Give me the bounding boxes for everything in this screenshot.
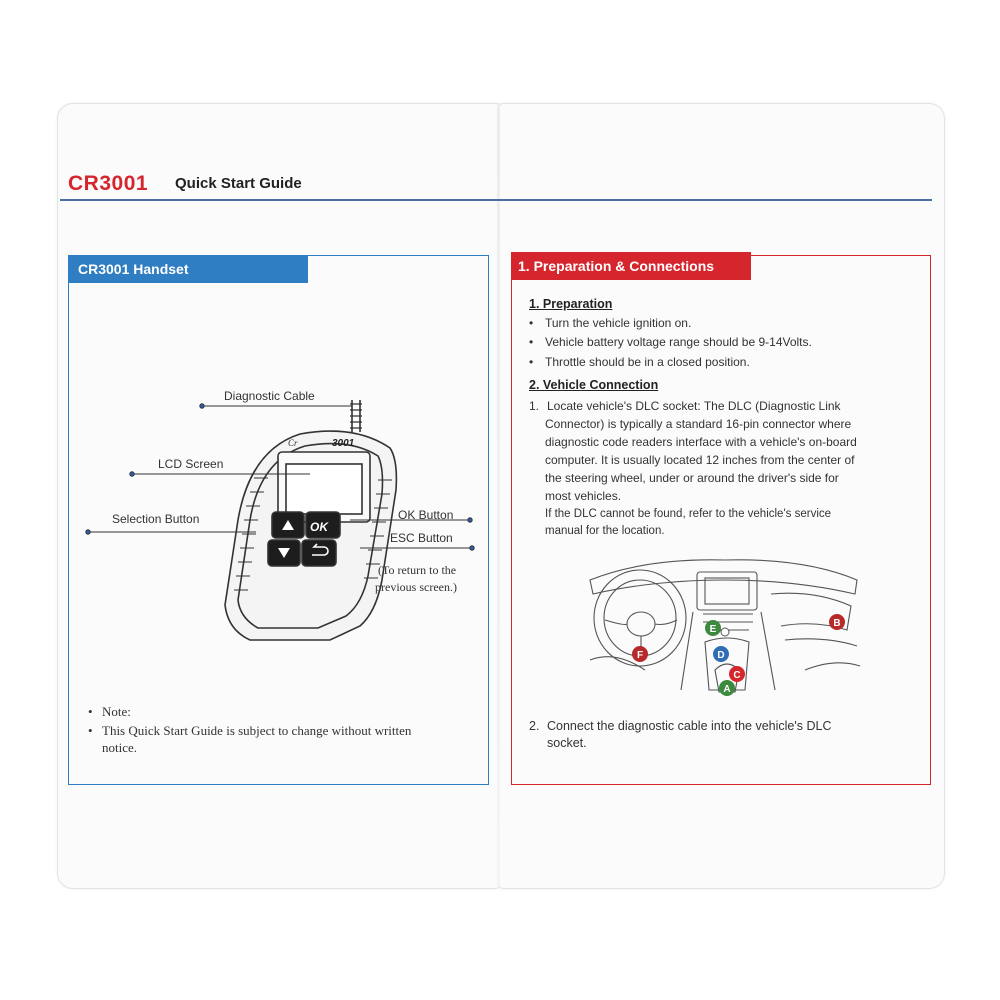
step1-line: most vehicles. [545,489,622,503]
step1-line: Connector) is typically a standard 16-pi… [545,417,852,431]
handset-section-heading: CR3001 Handset [68,255,308,283]
up-arrow-icon [282,520,294,530]
preparation-section-heading: 1. Preparation & Connections [511,252,751,280]
prep-item: •Throttle should be in a closed position… [529,355,750,369]
vehicle-connection-title: 2. Vehicle Connection [529,378,659,392]
title-divider [60,199,932,201]
step1-note-line: manual for the location. [545,525,665,537]
right-page [499,103,945,889]
location-marker-e: E [710,624,717,635]
step2-line: socket. [547,736,587,750]
ok-key-label: OK [310,520,329,534]
step1-line: Locate vehicle's DLC socket: The DLC (Di… [547,399,841,413]
step2-line: Connect the diagnostic cable into the ve… [547,719,832,733]
callout-return-line1: (To return to the [378,563,457,577]
model-title: CR3001 [68,172,149,195]
location-marker-c: C [733,670,740,681]
step1-number: 1. [529,399,540,413]
guide-title: Quick Start Guide [175,175,302,192]
step1-line: the steering wheel, under or around the … [545,471,839,485]
location-marker-d: D [717,650,724,661]
down-arrow-icon [278,548,290,558]
device-brand: Cr [288,438,298,448]
note-text: •This Quick Start Guide is subject to ch… [88,723,412,738]
location-marker-a: A [723,684,730,695]
step2-number: 2. [529,719,540,733]
callout-lcd-screen: LCD Screen [158,457,224,471]
step1-line: diagnostic code readers interface with a… [545,435,857,449]
prep-item: •Vehicle battery voltage range should be… [529,335,812,349]
note-label: •Note: [88,704,131,719]
callout-diagnostic-cable: Diagnostic Cable [224,389,315,403]
note-text-cont: notice. [102,740,138,755]
location-marker-f: F [637,650,643,661]
step1-note-line: If the DLC cannot be found, refer to the… [545,508,832,520]
callout-return-line2: previous screen.) [375,580,457,594]
dashboard-illustration: E B F D C A [589,559,861,696]
fold-crease [497,103,500,887]
callout-selection-button: Selection Button [112,512,200,526]
device-model: 3001 [332,438,355,449]
callout-lines [85,403,475,551]
prep-item: •Turn the vehicle ignition on. [529,316,692,330]
back-arrow-icon [312,543,329,556]
location-marker-b: B [833,618,840,629]
callout-ok-button: OK Button [398,508,454,522]
preparation-title: 1. Preparation [529,297,613,311]
step1-line: computer. It is usually located 12 inche… [545,453,855,467]
handset-illustration: OK Cr 3001 [224,400,398,641]
callout-esc-button: ESC Button [390,531,453,545]
